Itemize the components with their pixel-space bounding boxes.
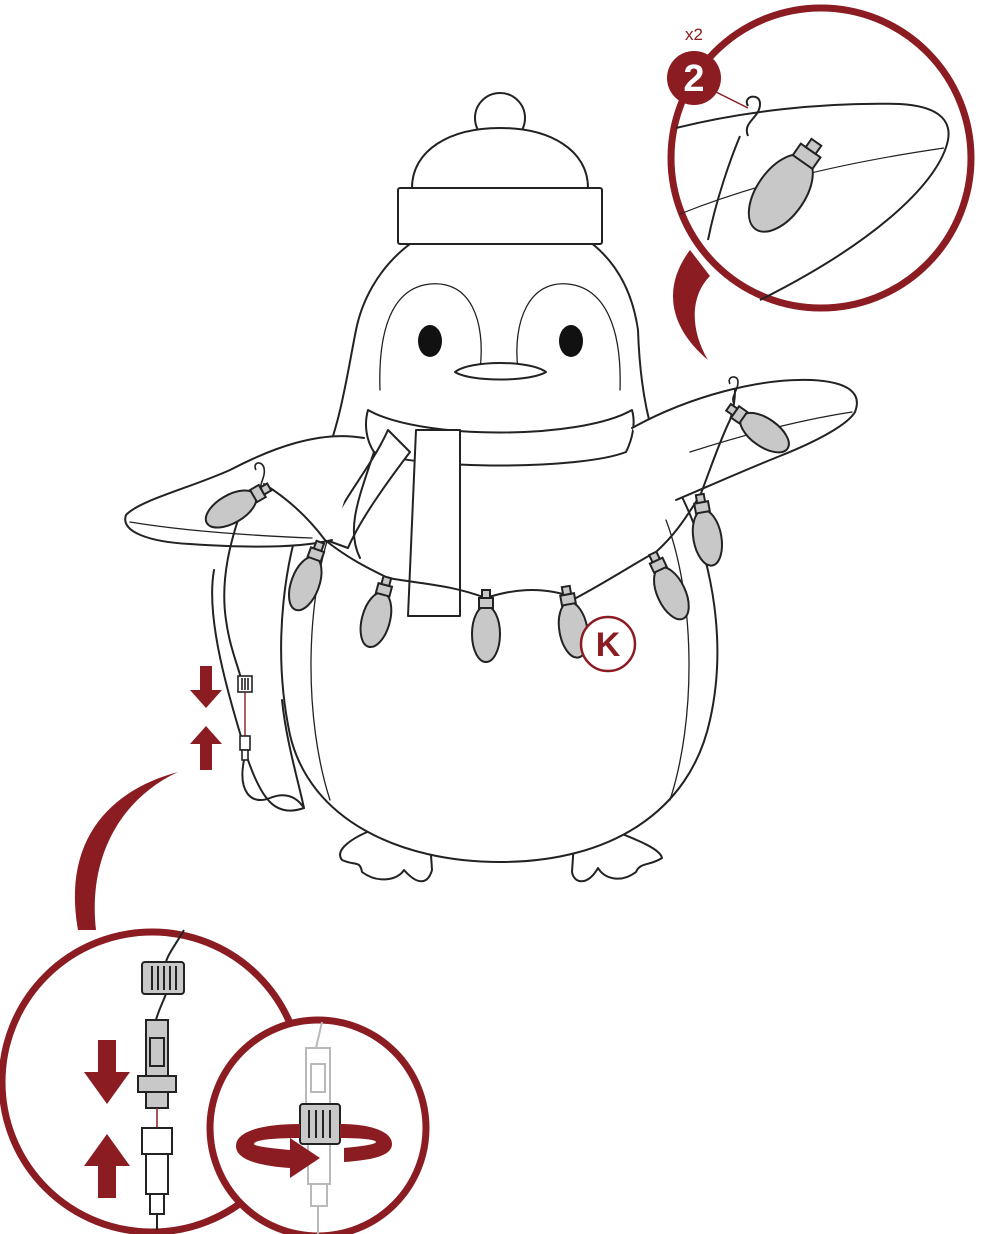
- callout-tail: [75, 772, 178, 930]
- part-label: K: [581, 617, 635, 671]
- connector-socket-tip: [242, 750, 248, 760]
- step-number: 2: [683, 58, 704, 100]
- beak: [455, 363, 546, 380]
- plug-collar: [138, 1076, 176, 1092]
- hook-count: x2: [685, 25, 703, 44]
- hat-dome: [412, 128, 588, 188]
- socket-body: [308, 1144, 330, 1184]
- arrow-group-small: [190, 666, 222, 770]
- socket-head: [142, 1128, 172, 1154]
- plug-window: [311, 1064, 325, 1092]
- callout-tail: [673, 250, 710, 360]
- arrow-down-icon: [190, 666, 222, 708]
- right-wing: [632, 380, 857, 500]
- arrow-up-icon: [190, 726, 222, 770]
- plug-pins: [146, 1092, 168, 1108]
- connector-collar: [300, 1104, 340, 1144]
- socket-body: [146, 1154, 168, 1194]
- collar-ring: [300, 1104, 340, 1144]
- right-eye: [559, 325, 583, 357]
- part-label-text: K: [596, 626, 621, 664]
- hook-detail-callout: 2 x2: [667, 8, 971, 360]
- left-eye: [418, 325, 442, 357]
- connector-socket: [240, 736, 250, 750]
- socket-tip: [150, 1194, 164, 1214]
- socket-tip: [311, 1184, 327, 1206]
- hat-band: [398, 188, 602, 244]
- plug-window: [150, 1038, 164, 1066]
